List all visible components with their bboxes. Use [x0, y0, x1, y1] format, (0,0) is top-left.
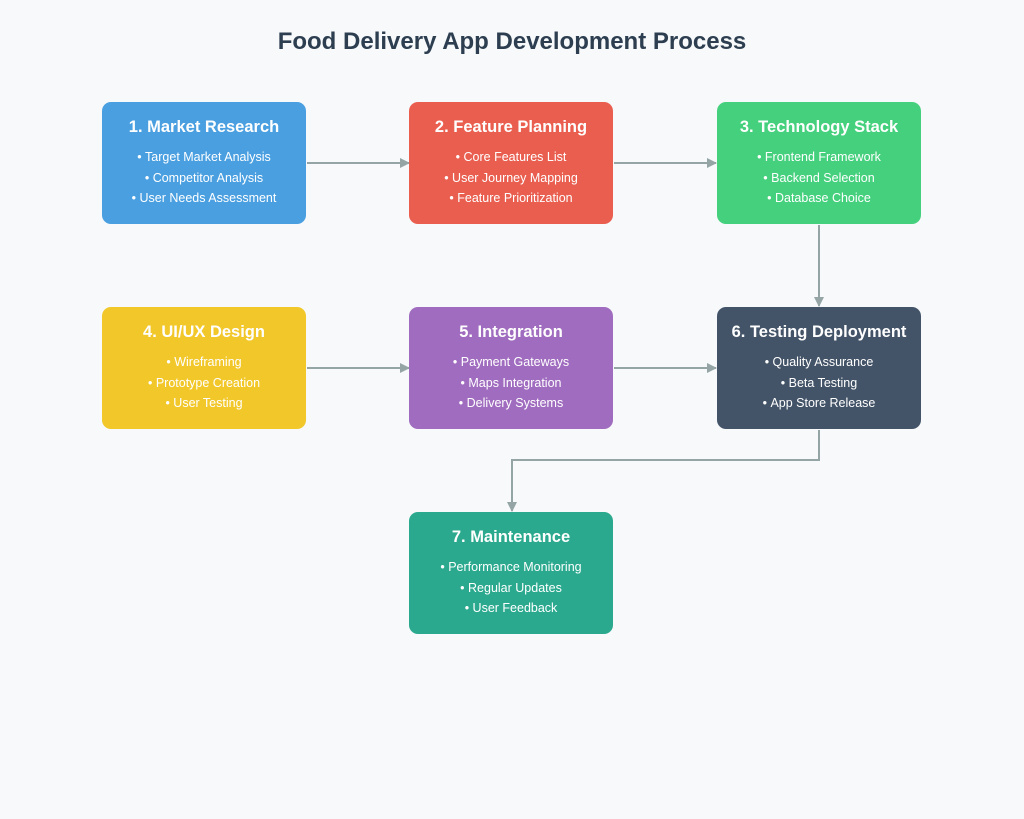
step-title: 1. Market Research [128, 118, 280, 136]
step-item: Database Choice [717, 188, 921, 209]
step-items: Wireframing Prototype Creation User Test… [102, 352, 306, 414]
step-title: 2. Feature Planning [434, 118, 588, 136]
step-items: Performance Monitoring Regular Updates U… [409, 557, 613, 619]
step-integration: 5. Integration Payment Gateways Maps Int… [409, 307, 613, 429]
step-items: Target Market Analysis Competitor Analys… [102, 147, 306, 209]
step-item: User Needs Assessment [102, 188, 306, 209]
step-item: Target Market Analysis [102, 147, 306, 168]
step-items: Quality Assurance Beta Testing App Store… [717, 352, 921, 414]
step-item: Beta Testing [717, 373, 921, 394]
step-item: Feature Prioritization [409, 188, 613, 209]
step-item: Performance Monitoring [409, 557, 613, 578]
step-item: Prototype Creation [102, 373, 306, 394]
arrow-testing-to-maintenance [507, 430, 820, 512]
step-title: 6. Testing Deployment [731, 323, 907, 341]
step-item: App Store Release [717, 393, 921, 414]
step-items: Frontend Framework Backend Selection Dat… [717, 147, 921, 209]
step-testing-deployment: 6. Testing Deployment Quality Assurance … [717, 307, 921, 429]
step-title: 5. Integration [459, 323, 563, 341]
step-ui-ux-design: 4. UI/UX Design Wireframing Prototype Cr… [102, 307, 306, 429]
step-technology-stack: 3. Technology Stack Frontend Framework B… [717, 102, 921, 224]
step-item: Maps Integration [409, 373, 613, 394]
step-title: 7. Maintenance [451, 528, 571, 546]
step-item: Core Features List [409, 147, 613, 168]
step-item: Frontend Framework [717, 147, 921, 168]
step-items: Payment Gateways Maps Integration Delive… [409, 352, 613, 414]
step-item: User Testing [102, 393, 306, 414]
step-feature-planning: 2. Feature Planning Core Features List U… [409, 102, 613, 224]
step-item: Payment Gateways [409, 352, 613, 373]
step-item: Regular Updates [409, 578, 613, 599]
step-items: Core Features List User Journey Mapping … [409, 147, 613, 209]
step-item: User Feedback [409, 598, 613, 619]
step-item: Wireframing [102, 352, 306, 373]
step-title: 4. UI/UX Design [143, 323, 265, 341]
step-item: Quality Assurance [717, 352, 921, 373]
step-title: 3. Technology Stack [739, 118, 899, 136]
step-item: Competitor Analysis [102, 168, 306, 189]
step-item: User Journey Mapping [409, 168, 613, 189]
step-item: Delivery Systems [409, 393, 613, 414]
page-title: Food Delivery App Development Process [277, 28, 747, 55]
step-item: Backend Selection [717, 168, 921, 189]
step-market-research: 1. Market Research Target Market Analysi… [102, 102, 306, 224]
step-maintenance: 7. Maintenance Performance Monitoring Re… [409, 512, 613, 634]
